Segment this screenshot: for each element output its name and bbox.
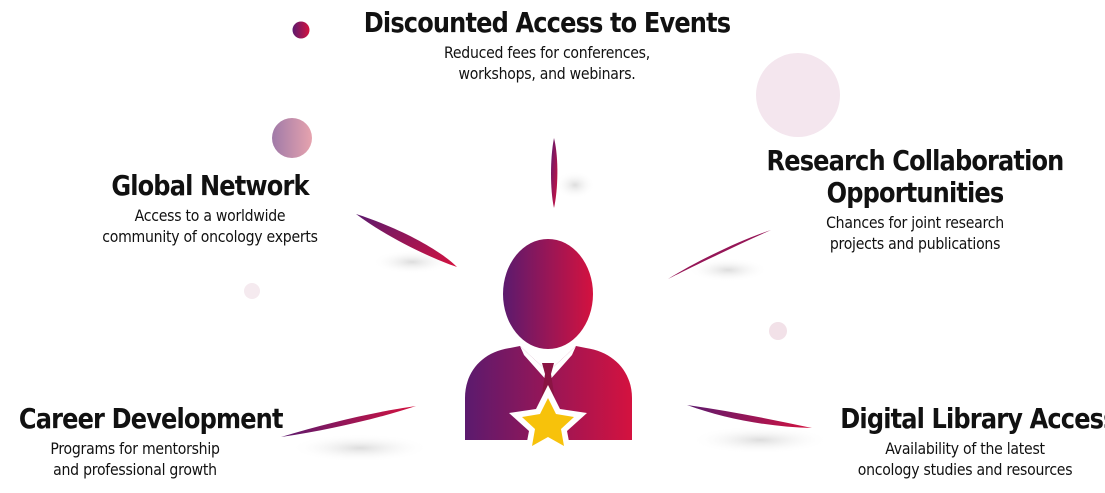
benefit-discounted-events: Discounted Access to Events Reduced fees…: [322, 7, 772, 84]
benefit-description: Availability of the latest oncology stud…: [837, 438, 1092, 480]
description-line: and professional growth: [53, 460, 217, 479]
description-line: community of oncology experts: [102, 227, 318, 246]
benefit-title: Career Development: [18, 402, 284, 435]
benefit-title: Discounted Access to Events: [363, 6, 731, 39]
benefit-description: Access to a worldwide community of oncol…: [60, 205, 359, 247]
connector-ray-left: [356, 214, 457, 267]
benefit-description: Chances for joint research projects and …: [726, 212, 1104, 254]
decor-bubble: [244, 283, 260, 299]
decor-bubble: [292, 21, 310, 39]
connector-ray-bottom-left: [281, 406, 416, 437]
description-line: workshops, and webinars.: [458, 64, 636, 83]
benefit-description: Programs for mentorship and professional…: [16, 438, 254, 480]
description-line: projects and publications: [829, 234, 1001, 253]
description-line: Chances for joint research: [826, 213, 1004, 232]
benefit-description: Reduced fees for conferences, workshops,…: [349, 42, 745, 84]
description-line: Reduced fees for conferences,: [444, 43, 650, 62]
decor-bubble: [756, 53, 840, 137]
description-line: oncology studies and resources: [857, 460, 1073, 479]
benefit-career-development: Career Development Programs for mentorsh…: [0, 402, 284, 480]
benefit-title: Digital Library Access: [840, 402, 1105, 435]
benefit-global-network: Global Network Access to a worldwide com…: [40, 170, 380, 247]
decor-bubble: [272, 118, 312, 158]
benefit-research-collaboration: Research Collaboration Opportunities Cha…: [700, 145, 1105, 254]
description-line: Access to a worldwide: [134, 206, 286, 225]
benefit-digital-library: Digital Library Access Availability of t…: [820, 403, 1105, 480]
description-line: Programs for mentorship: [50, 439, 220, 458]
benefit-title: Global Network: [111, 169, 309, 202]
title-line: Opportunities: [826, 176, 1005, 209]
connector-ray-top: [551, 138, 558, 208]
decor-bubble: [769, 322, 787, 340]
star-icon: [509, 385, 587, 457]
benefit-title: Research Collaboration Opportunities: [730, 145, 1100, 209]
title-line: Research Collaboration: [766, 144, 1065, 177]
description-line: Availability of the latest: [885, 439, 1045, 458]
connector-ray-bottom-right: [687, 405, 812, 428]
